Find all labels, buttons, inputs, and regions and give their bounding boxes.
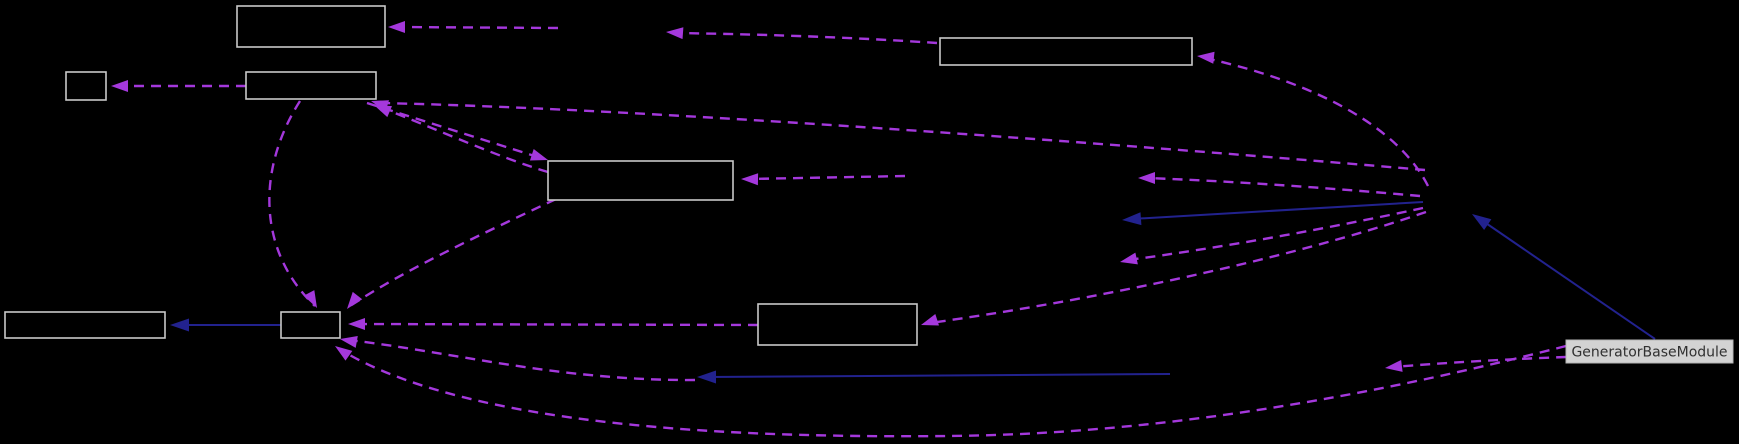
edge-dashed-to-middle-box — [748, 174, 906, 181]
node-generator-base-module[interactable]: GeneratorBaseModule — [1565, 339, 1734, 364]
arrowhead-icon — [374, 105, 392, 118]
arrowhead-icon — [335, 346, 353, 361]
generator-base-module-box[interactable] — [1565, 339, 1734, 364]
dashed-arrowheads — [111, 21, 1403, 372]
edge-solid-generator-to-hub — [1476, 216, 1656, 340]
node-box-small-left[interactable] — [65, 71, 107, 101]
edge-dashed-row2-to-middle-box — [366, 101, 542, 160]
generator-base-module-label: GeneratorBaseModule — [1571, 345, 1727, 361]
arrowhead-icon — [529, 149, 548, 161]
edge-solid-hub-left — [1131, 201, 1424, 220]
node-box-bottom-middle[interactable] — [757, 303, 918, 346]
solid-edge-group — [178, 201, 1656, 378]
node-box-top[interactable] — [236, 5, 386, 48]
edge-dashed-left-bow-to-bottom-small-box — [268, 100, 316, 307]
arrowhead-icon — [921, 314, 940, 326]
arrowhead-icon — [111, 80, 128, 92]
arrowhead-icon — [170, 318, 189, 332]
node-box-middle[interactable] — [547, 160, 734, 201]
arrowhead-icon — [303, 290, 317, 308]
edge-dashed-generator-sweep-to-bottom-small-box — [340, 344, 1567, 438]
arrowhead-icon — [666, 27, 684, 40]
edge-dashed-hub-to-bottommiddle-box — [929, 210, 1427, 325]
node-box-row2[interactable] — [245, 71, 377, 100]
arrowhead-icon — [1138, 172, 1155, 184]
arrowhead-icon — [1197, 51, 1215, 64]
arrowhead-icon — [388, 21, 405, 33]
edge-solid-bottom-long — [706, 373, 1171, 378]
arrowhead-icon — [741, 173, 759, 186]
node-box-top-right[interactable] — [939, 37, 1193, 66]
dashed-edge-group — [119, 25, 1567, 438]
arrowhead-icon — [697, 370, 716, 384]
solid-arrowheads — [170, 212, 1492, 384]
edge-dashed-middlebox-to-bottom-small-box — [349, 197, 557, 308]
arrowhead-icon — [1385, 359, 1403, 372]
edge-dashed-middle-to-row2-box — [381, 106, 549, 174]
node-group — [4, 5, 1193, 346]
node-box-bottom-small[interactable] — [280, 311, 341, 339]
edge-dashed-lower-to-bottom-small-box — [348, 338, 696, 382]
node-box-bottom-wide[interactable] — [4, 311, 166, 339]
arrowhead-icon — [1120, 252, 1138, 265]
edge-dashed-hub-downleft — [1127, 206, 1424, 262]
arrowhead-icon — [1122, 212, 1142, 226]
edge-dashed-hub-left — [1145, 176, 1421, 198]
arrowhead-icon — [348, 318, 365, 330]
arrowhead-icon — [1472, 214, 1492, 231]
arrowhead-icon — [347, 291, 363, 309]
edge-dashed-hub-to-topright-box — [1204, 56, 1430, 187]
arrowhead-icon — [340, 336, 358, 348]
edge-dashed-from-generator-label — [1392, 355, 1567, 369]
